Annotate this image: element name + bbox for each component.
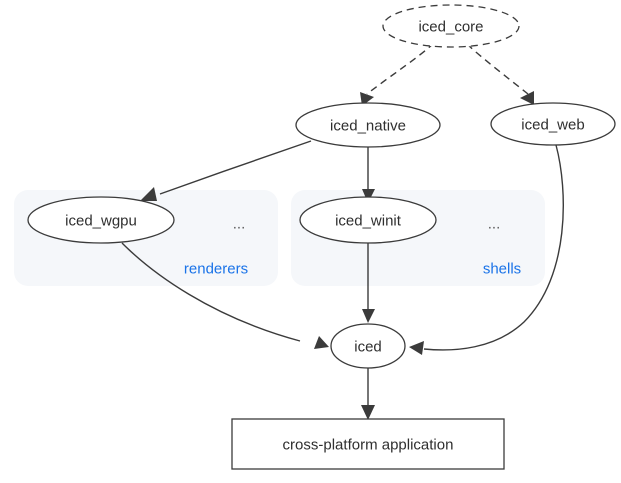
node-cross-platform-application[interactable]: cross-platform application: [231, 418, 505, 470]
arrow-head-icon: [520, 91, 534, 105]
node-iced-web[interactable]: iced_web: [490, 102, 616, 146]
edge-iced_core-to-iced_web: [466, 43, 534, 105]
edge-iced_wgpu-to-iced: [121, 242, 329, 349]
node-iced-web-shape[interactable]: [490, 102, 616, 146]
arrow-head-icon: [362, 309, 375, 323]
node-cross-platform-application-shape[interactable]: [231, 418, 505, 470]
node-cross-platform-application-label: cross-platform application: [283, 437, 454, 454]
cluster-renderers-ellipsis: ...: [233, 216, 246, 233]
node-iced-label: iced: [354, 339, 382, 356]
edge-line: [366, 42, 435, 95]
edge-iced_web-to-iced: [409, 144, 564, 355]
arrow-head-icon: [362, 189, 375, 203]
node-iced-core-shape[interactable]: [382, 4, 520, 48]
node-iced-winit[interactable]: iced_winit: [299, 196, 437, 244]
arrow-head-icon: [361, 405, 375, 420]
edge-line: [159, 140, 312, 195]
node-iced-shape[interactable]: [330, 323, 406, 369]
node-iced-native[interactable]: iced_native: [295, 102, 441, 148]
node-iced-native-shape[interactable]: [295, 102, 441, 148]
edge-line: [466, 43, 529, 95]
arrow-head-icon: [314, 336, 329, 349]
node-iced-core[interactable]: iced_core: [382, 4, 520, 48]
arrow-head-icon: [140, 187, 157, 201]
node-iced-web-label: iced_web: [521, 117, 584, 134]
edge-line: [423, 144, 564, 351]
edge-iced_core-to-iced_native: [360, 42, 435, 106]
node-iced-winit-shape[interactable]: [299, 196, 437, 244]
node-iced-winit-label: iced_winit: [335, 213, 402, 230]
cluster-renderers-label: renderers: [184, 261, 248, 278]
edge-iced_native-to-iced_wgpu: [140, 140, 312, 201]
edge-iced-to-app: [361, 368, 375, 420]
node-iced-native-label: iced_native: [330, 118, 406, 135]
node-iced-wgpu-label: iced_wgpu: [65, 213, 137, 230]
edge-line: [121, 242, 301, 342]
cluster-shells-label: shells: [483, 261, 521, 278]
arrow-head-icon: [409, 341, 424, 355]
node-iced[interactable]: iced: [330, 323, 406, 369]
edge-iced_winit-to-iced: [362, 243, 375, 323]
cluster-shells-ellipsis: ...: [488, 216, 501, 233]
node-iced-core-label: iced_core: [418, 19, 483, 36]
edge-iced_native-to-iced_winit: [362, 147, 375, 203]
node-iced-wgpu[interactable]: iced_wgpu: [27, 196, 175, 244]
node-iced-wgpu-shape[interactable]: [27, 196, 175, 244]
